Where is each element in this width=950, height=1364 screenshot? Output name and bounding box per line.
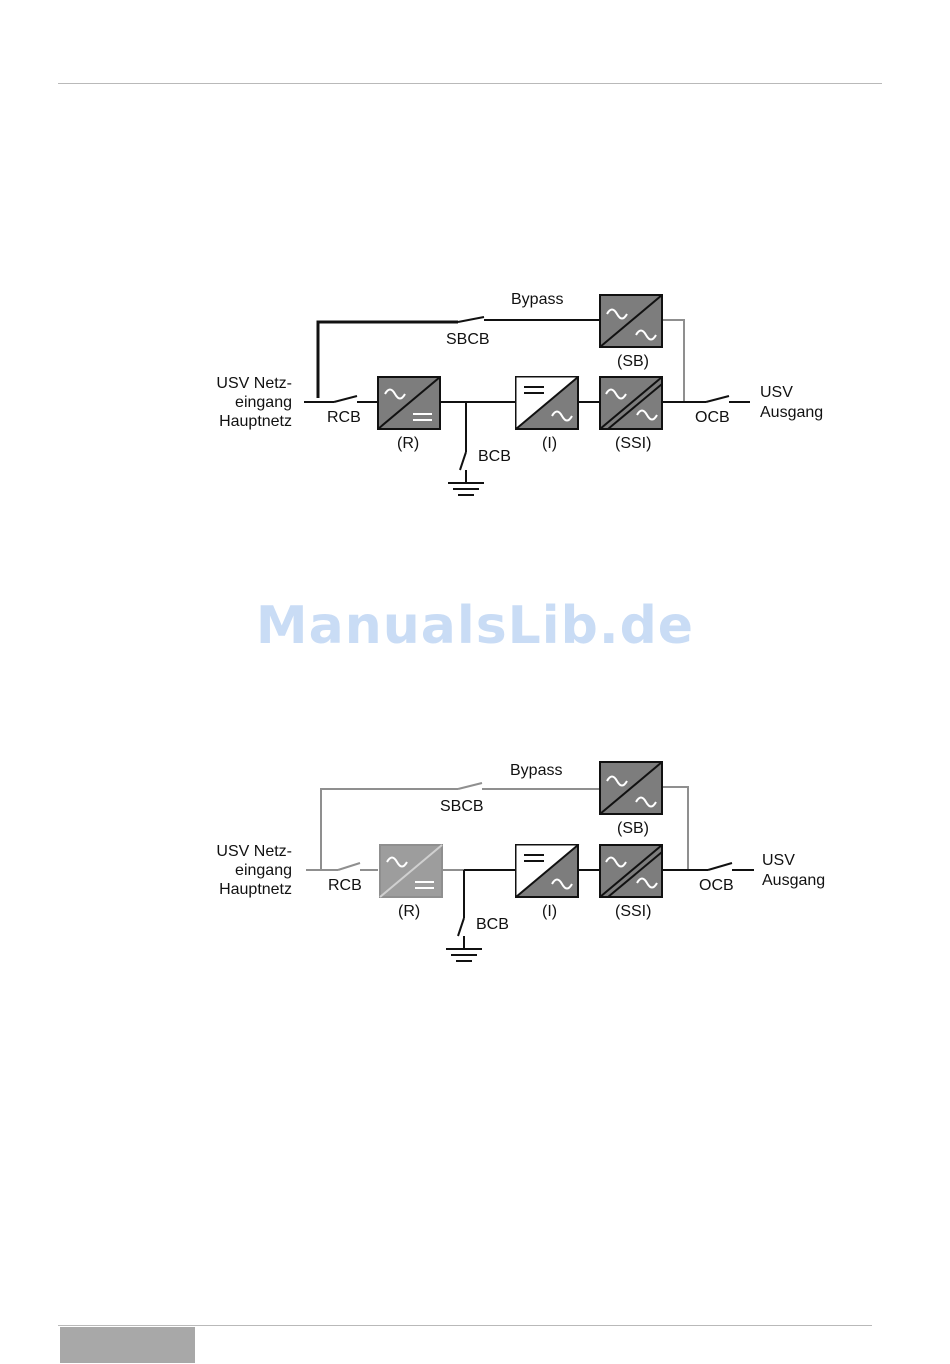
static-bypass-box [600, 762, 662, 814]
rcb-switch-blade [338, 863, 360, 870]
sbcb-switch-blade [458, 317, 484, 322]
bcb-label: BCB [476, 916, 509, 933]
input-label-line3: Hauptnetz [219, 881, 292, 898]
bypass-label: Bypass [510, 762, 562, 779]
footer-rule [58, 1325, 872, 1326]
ssi-label: (SSI) [615, 903, 651, 920]
output-label-line1: USV [762, 852, 795, 869]
ground-icon [446, 949, 482, 961]
input-label-line1: USV Netz- [216, 843, 292, 860]
ssi-label: (SSI) [615, 435, 651, 452]
static-switch-inverter-box [600, 845, 662, 897]
rcb-label: RCB [328, 877, 362, 894]
rectifier-box [378, 377, 440, 429]
footer-page-tab [60, 1327, 195, 1363]
input-label-line1: USV Netz- [216, 375, 292, 392]
bypass-label: Bypass [511, 291, 563, 308]
ups-diagram-battery-mode: Bypass SBCB (SB) USV Netz- eingang Haupt… [0, 750, 950, 990]
sb-label: (SB) [617, 820, 649, 837]
ocb-label: OCB [695, 409, 730, 426]
r-label: (R) [397, 435, 419, 452]
static-bypass-box [600, 295, 662, 347]
i-label: (I) [542, 435, 557, 452]
bypass-out-wire [662, 320, 684, 402]
input-label-line2: eingang [235, 862, 292, 879]
inverter-box [516, 845, 578, 897]
bcb-label: BCB [478, 448, 511, 465]
ups-diagram-normal-mode: Bypass SBCB (SB) USV Netz- eingang Haupt… [0, 280, 950, 520]
ground-icon [448, 483, 484, 495]
ocb-switch-blade [708, 863, 732, 870]
i-label: (I) [542, 903, 557, 920]
bcb-switch-blade [458, 918, 464, 936]
rcb-switch-blade [334, 396, 357, 402]
sbcb-switch-blade [458, 783, 482, 789]
output-label-line2: Ausgang [762, 872, 825, 889]
rectifier-box [380, 845, 442, 897]
sbcb-label: SBCB [440, 798, 484, 815]
ocb-label: OCB [699, 877, 734, 894]
input-label-line3: Hauptnetz [219, 413, 292, 430]
bcb-switch-blade [460, 452, 466, 470]
output-label-line1: USV [760, 384, 793, 401]
inverter-box [516, 377, 578, 429]
sb-label: (SB) [617, 353, 649, 370]
static-switch-inverter-box [600, 377, 662, 429]
bypass-out-wire [662, 787, 688, 870]
output-label-line2: Ausgang [760, 404, 823, 421]
header-rule [58, 83, 882, 84]
watermark: ManualsLib.de [0, 596, 950, 656]
sbcb-label: SBCB [446, 331, 490, 348]
input-label-line2: eingang [235, 394, 292, 411]
r-label: (R) [398, 903, 420, 920]
rcb-label: RCB [327, 409, 361, 426]
ocb-switch-blade [706, 396, 729, 402]
